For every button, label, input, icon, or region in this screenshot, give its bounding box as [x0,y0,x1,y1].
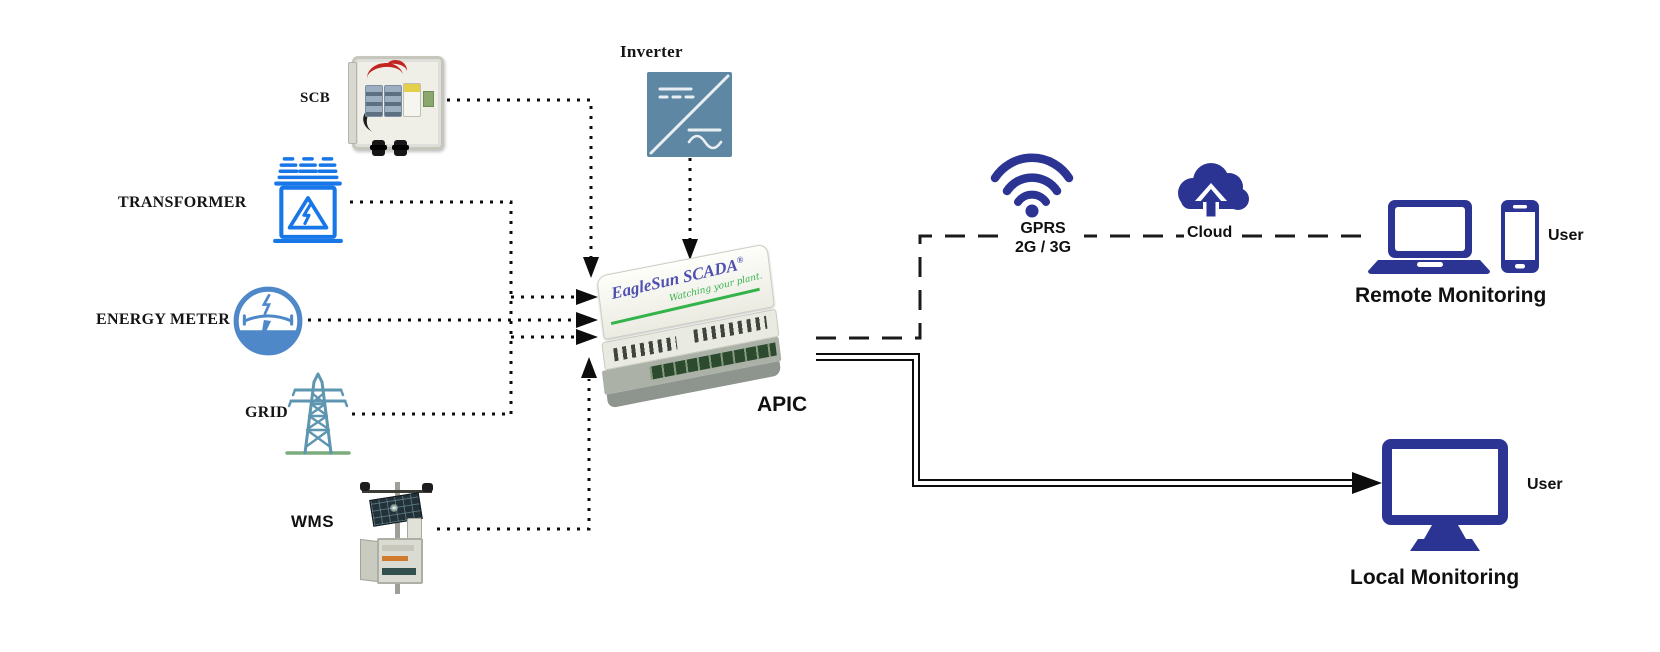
wms-panel-glint [390,504,398,512]
cloud-label: Cloud [1184,224,1236,242]
scb-enclosure [348,56,444,150]
transformer-label: TRANSFORMER [118,194,247,211]
apic-label: APIC [757,393,808,416]
wms-icon [358,476,436,594]
transformer-to-bus-line [350,200,513,414]
arrowhead-down-inverter [682,239,698,260]
local-monitoring-label: Local Monitoring [1350,566,1520,589]
remote-monitoring-label: Remote Monitoring [1355,284,1547,307]
scb-cable-gland-2 [392,140,409,156]
smartphone-icon [1500,199,1540,274]
energy-meter-label: ENERGY METER [96,311,231,328]
remote-user-label: User [1548,227,1584,244]
transformer-icon [268,152,348,252]
scb-terminal-block-1 [365,85,383,117]
gprs-sublabel: 2G / 3G [1014,239,1072,256]
scb-cable-gland-1 [370,140,387,156]
scb-hinge [348,62,357,144]
arrowhead-local-monitoring [1352,472,1382,494]
scb-ground-terminal [423,91,434,107]
apic-device: EagleSun SCADA® Watching your plant. [596,243,782,409]
registered-mark: ® [736,254,745,266]
wms-anemometer-left [360,482,370,491]
apic-to-local-double-line-inner [816,355,1353,485]
scb-fuse-cap [404,84,420,92]
grid-label: GRID [245,404,288,421]
wms-anemometer-right [422,483,433,492]
scb-to-apic-line [437,98,593,257]
wifi-icon [988,150,1076,218]
inverter-icon [647,72,732,157]
grid-tower-icon [283,370,353,456]
scb-icon [348,56,452,162]
arrowhead-right-mid [576,312,598,328]
scb-fuse-holder [403,83,421,117]
wms-to-apic-line [437,379,591,531]
scb-red-wire-2 [383,58,409,82]
apic-device-body: EagleSun SCADA® Watching your plant. [590,243,783,413]
arrowhead-right-bottom [576,329,598,345]
gprs-label: GPRS [1020,220,1066,237]
gprs-label-block: GPRS 2G / 3G [1002,219,1084,257]
scb-label: SCB [300,90,331,106]
inverter-label: Inverter [620,42,683,61]
energy-meter-icon [230,283,306,359]
wms-label: WMS [291,512,335,531]
wms-sensor-box [407,518,422,539]
scb-terminal-block-2 [384,85,402,117]
wms-sensor-arm [362,490,432,493]
laptop-icon [1358,198,1500,276]
wms-enclosure-label [382,545,414,551]
cloud-icon [1167,155,1255,221]
wms-enclosure [377,538,423,584]
wms-enclosure-stripe-teal [382,568,416,575]
desktop-monitor-icon [1380,437,1510,557]
wms-enclosure-stripe-orange [382,556,408,561]
local-user-label: User [1527,476,1563,493]
cloud-upload-arrow [1200,189,1222,217]
apic-to-local-double-line-outer [816,353,1353,487]
arrowhead-up-wms [581,357,597,378]
arrowhead-right-top [576,289,598,305]
arrowhead-down-scb [583,257,599,278]
apic-to-remote-dashed-line [816,234,1372,340]
wms-enclosure-door [360,538,378,583]
